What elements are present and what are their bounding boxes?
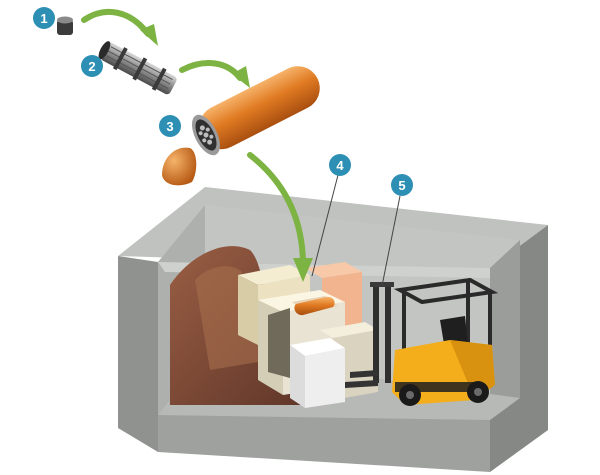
arrow-1-to-2-head	[140, 24, 158, 46]
arrow-2-to-3-head	[232, 66, 250, 88]
forklift	[345, 277, 499, 406]
copper-canister	[162, 66, 320, 186]
arrow-2-to-3	[179, 60, 243, 81]
marker-2-circle	[81, 55, 103, 77]
marker-1-circle	[33, 7, 55, 29]
arrow-3-to-4	[247, 152, 306, 265]
arrow-1-to-2	[81, 9, 151, 37]
marker-3-label: 3	[166, 119, 173, 134]
fuel-pellet	[57, 16, 73, 35]
marker-3-circle	[159, 115, 181, 137]
arrow-3-to-4-head	[293, 258, 313, 282]
marker-5-circle	[391, 174, 413, 196]
marker-1: 1	[33, 7, 55, 29]
marker-2-label: 2	[88, 59, 95, 74]
process-arrows	[81, 9, 313, 282]
marker-5-label: 5	[398, 178, 405, 193]
fuel-bundle	[98, 41, 177, 95]
marker-4-circle	[329, 154, 351, 176]
marker-4: 4	[329, 154, 351, 176]
marker-1-label: 1	[40, 11, 47, 26]
leader-line-5	[381, 195, 401, 287]
marker-5: 5	[391, 174, 413, 196]
marker-4-label: 4	[336, 158, 344, 173]
marker-2: 2	[81, 55, 103, 77]
marker-3: 3	[159, 115, 181, 137]
leader-line-4	[311, 174, 339, 277]
placed-canister	[294, 296, 335, 316]
